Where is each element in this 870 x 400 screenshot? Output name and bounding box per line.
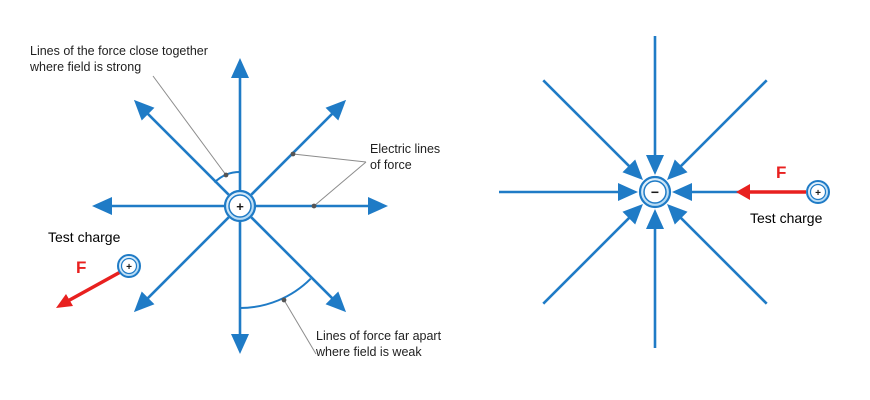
field-arrowhead-south — [231, 334, 249, 354]
field-arrowhead-north — [646, 155, 664, 175]
field-line-northwest — [142, 108, 230, 196]
field-arrowhead-southwest — [622, 204, 643, 225]
negative-field-lines — [499, 36, 768, 348]
negative-charge-diagram: − F + Test charge — [499, 36, 830, 348]
wide-angle-arc — [239, 277, 312, 309]
field-arrowhead-west — [92, 197, 112, 215]
far-apart-line-2: where field is weak — [315, 345, 422, 359]
field-arrowhead-northwest — [622, 159, 643, 180]
force-label-right: F — [776, 163, 786, 182]
field-line-northwest — [542, 79, 634, 171]
test-charge-right: + — [806, 180, 830, 204]
positive-charge-diagram: + Lines of the force close together wher… — [29, 44, 442, 359]
field-arrowhead-southwest — [133, 291, 155, 313]
force-arrow-right — [736, 184, 806, 200]
test-charge-label-right: Test charge — [750, 210, 823, 226]
positive-charge: + — [223, 189, 257, 223]
test-charge-right-sign: + — [815, 188, 821, 199]
field-line-southeast — [250, 216, 338, 304]
close-together-line-1: Lines of the force close together — [30, 44, 208, 58]
field-arrowhead-southeast — [667, 204, 688, 225]
field-arrowhead-east — [368, 197, 388, 215]
far-apart-line-1: Lines of force far apart — [316, 329, 442, 343]
field-line-southeast — [676, 213, 768, 305]
close-together-line-2: where field is strong — [29, 60, 141, 74]
force-label-left: F — [76, 258, 86, 277]
positive-sign: + — [236, 199, 244, 214]
field-arrowhead-north — [231, 58, 249, 78]
field-line-southwest — [542, 213, 634, 305]
negative-charge: − — [638, 175, 672, 209]
negative-sign: − — [651, 184, 659, 200]
field-arrowhead-northeast — [667, 159, 688, 180]
electric-lines-line-1: Electric lines — [370, 142, 440, 156]
field-arrowhead-northwest — [133, 99, 155, 121]
field-arrowhead-northeast — [325, 99, 347, 121]
force-arrow-left — [56, 268, 125, 308]
field-arrowhead-west — [618, 183, 638, 201]
field-arrowhead-east — [672, 183, 692, 201]
leader-dots — [223, 151, 317, 303]
field-line-northeast — [676, 79, 768, 171]
field-line-southwest — [142, 216, 230, 304]
test-charge-left-sign: + — [126, 262, 132, 273]
field-arrowhead-southeast — [325, 291, 347, 313]
positive-field-lines — [92, 58, 388, 354]
field-arrowhead-south — [646, 209, 664, 229]
annotation-leaders — [152, 75, 367, 355]
test-charge-left: + — [117, 254, 141, 278]
electric-lines-line-2: of force — [370, 158, 412, 172]
test-charge-label-left: Test charge — [48, 229, 121, 245]
